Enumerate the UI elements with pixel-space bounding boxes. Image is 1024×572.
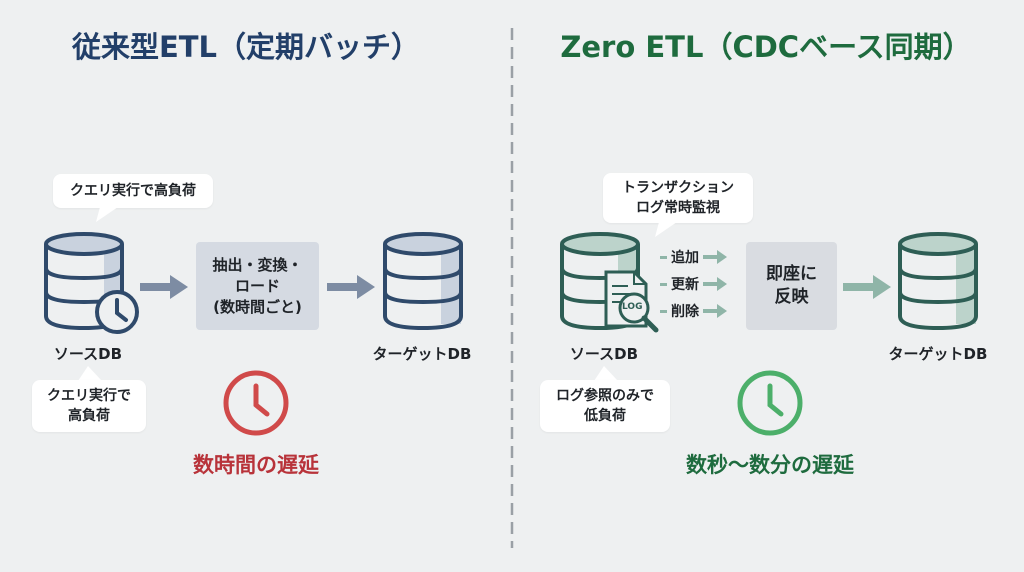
low-load-bubble: ログ参照のみで 低負荷 (540, 380, 670, 432)
bubble-text: トランザクション (622, 180, 734, 196)
log-monitor-bubble: トランザクション ログ常時監視 (603, 173, 753, 223)
left-delay-text: 数時間の遅延 (193, 453, 319, 477)
arrow-right-icon (703, 250, 727, 264)
op-row-update: 更新 (660, 273, 727, 295)
divider (510, 28, 514, 548)
right-delay-text: 数秒〜数分の遅延 (686, 453, 854, 477)
instant-apply-box: 即座に 反映 (746, 242, 837, 330)
log-document-icon (604, 270, 659, 333)
op-label: 更新 (671, 277, 699, 293)
source-load-bubble: クエリ実行で高負荷 (53, 174, 213, 208)
left-title: 従来型ETL（定期バッチ） (71, 30, 421, 64)
left-source-label: ソースDB (53, 345, 123, 363)
log-icon-text: LOG (622, 302, 643, 312)
clock-icon (223, 370, 289, 436)
right-target-label: ターゲットDB (888, 345, 988, 363)
bubble-text: 低負荷 (584, 408, 626, 424)
left-target-label: ターゲットDB (372, 345, 472, 363)
bubble-text: クエリ実行で (47, 388, 131, 404)
process-line: (数時間ごと) (213, 297, 302, 316)
process-line: 即座に (766, 264, 817, 284)
arrow-right-icon (843, 275, 891, 299)
target-db-icon (383, 232, 463, 331)
op-label: 削除 (671, 304, 699, 320)
op-row-delete: 削除 (660, 300, 727, 322)
bubble-text: クエリ実行で高負荷 (70, 183, 196, 199)
bubble-tail (655, 222, 677, 237)
bubble-text: 高負荷 (68, 408, 110, 424)
right-title: Zero ETL（CDCベース同期） (560, 30, 972, 64)
arrow-right-icon (703, 304, 727, 318)
bubble-tail (78, 366, 102, 381)
clock-icon (737, 370, 803, 436)
source-db-icon (44, 232, 139, 334)
etl-process-box: 抽出・変換・ ロード (数時間ごと) (196, 242, 319, 330)
target-db-icon (898, 232, 978, 331)
bubble-text: ログ参照のみで (556, 388, 654, 404)
process-line: 抽出・変換・ (212, 255, 303, 274)
arrow-right-icon (703, 277, 727, 291)
source-db-icon (560, 232, 640, 331)
right-source-label: ソースDB (569, 345, 639, 363)
bubble-tail (96, 207, 118, 222)
bubble-text: ログ常時監視 (636, 200, 720, 216)
arrow-right-icon (327, 275, 375, 299)
process-line: ロード (234, 276, 280, 295)
op-label: 追加 (671, 250, 699, 266)
source-load-bubble-bottom: クエリ実行で 高負荷 (32, 380, 146, 432)
arrow-right-icon (140, 275, 188, 299)
op-row-insert: 追加 (660, 246, 727, 268)
process-line: 反映 (774, 287, 809, 307)
bubble-tail (594, 366, 618, 381)
magnifier-icon (618, 292, 650, 324)
